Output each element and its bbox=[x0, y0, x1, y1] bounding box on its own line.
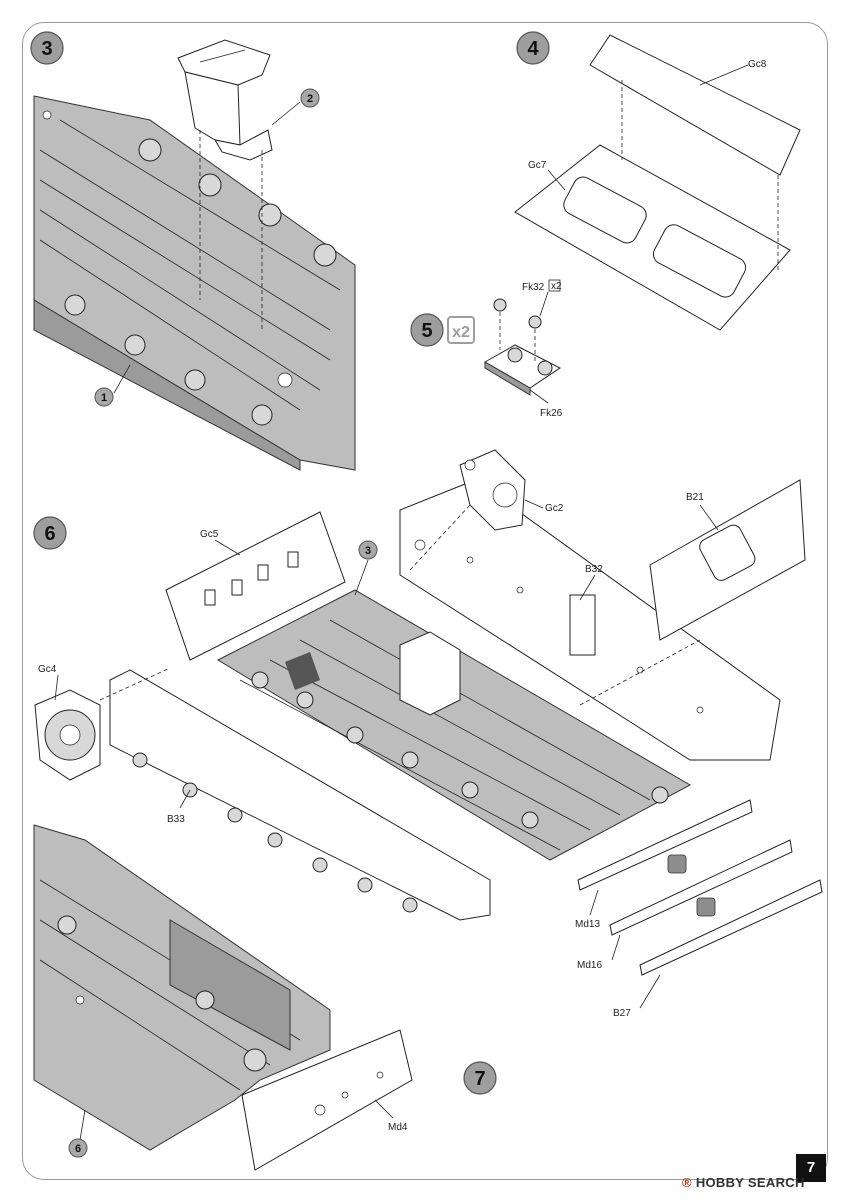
front-plate-gc5 bbox=[165, 511, 346, 661]
strip-b27 bbox=[639, 879, 823, 976]
part-marker-3: 3 bbox=[354, 540, 378, 596]
page-frame bbox=[22, 22, 828, 1180]
svg-text:Gc2: Gc2 bbox=[545, 503, 564, 514]
svg-text:6: 6 bbox=[44, 523, 55, 545]
suspension-hubs-step3 bbox=[42, 110, 337, 426]
step-5-badge: 5 x2 bbox=[410, 313, 475, 347]
step-6-assembly: Gc5 3 bbox=[33, 449, 823, 1019]
svg-text:Gc4: Gc4 bbox=[38, 664, 57, 675]
svg-text:3: 3 bbox=[41, 38, 52, 60]
part-marker-6: 6 bbox=[68, 1109, 88, 1158]
rear-plate-gc8 bbox=[589, 34, 801, 176]
floor-plate-gc7 bbox=[514, 144, 791, 331]
svg-text:3: 3 bbox=[365, 545, 371, 557]
step-7-badge: 7 bbox=[463, 1061, 497, 1095]
strip-md16 bbox=[609, 839, 793, 936]
registered-mark: ® bbox=[682, 1175, 692, 1190]
step-4-badge: 4 bbox=[516, 31, 550, 65]
svg-text:4: 4 bbox=[527, 38, 539, 60]
hull-floor-details-step6 bbox=[239, 619, 669, 851]
svg-text:5: 5 bbox=[421, 320, 432, 342]
road-wheel-hubs-b33 bbox=[132, 752, 418, 913]
watermark: ® HOBBY SEARCH bbox=[682, 1175, 805, 1190]
part-marker-2: 2 bbox=[271, 88, 320, 126]
svg-text:Gc8: Gc8 bbox=[748, 59, 767, 70]
step-3-badge: 3 bbox=[30, 31, 64, 65]
svg-text:B21: B21 bbox=[686, 492, 704, 503]
step-6-badge: 6 bbox=[33, 516, 67, 550]
rear-plate-md4 bbox=[241, 1029, 413, 1171]
svg-text:1: 1 bbox=[101, 392, 107, 404]
step-7-assembly: Md4 6 7 bbox=[33, 824, 497, 1171]
svg-text:2: 2 bbox=[307, 93, 313, 105]
svg-text:Gc7: Gc7 bbox=[528, 160, 547, 171]
svg-text:7: 7 bbox=[474, 1068, 485, 1090]
hull-floor-step6 bbox=[216, 589, 692, 861]
step-3-assembly: 2 1 3 bbox=[30, 31, 356, 471]
svg-text:x2: x2 bbox=[551, 281, 562, 292]
hull-step7-details bbox=[39, 879, 301, 1091]
svg-text:Gc5: Gc5 bbox=[200, 529, 219, 540]
side-wall-b33 bbox=[109, 669, 491, 921]
side-wall-b32-holes bbox=[414, 539, 704, 714]
svg-text:x2: x2 bbox=[452, 324, 470, 341]
svg-text:B27: B27 bbox=[613, 1008, 631, 1019]
svg-text:Md16: Md16 bbox=[577, 960, 602, 971]
svg-text:Md13: Md13 bbox=[575, 919, 600, 930]
part-marker-1: 1 bbox=[94, 364, 131, 407]
torsion-bars-step3 bbox=[39, 119, 341, 411]
strip-md13 bbox=[577, 799, 753, 891]
watermark-text: HOBBY SEARCH bbox=[695, 1175, 805, 1190]
svg-text:Fk32: Fk32 bbox=[522, 282, 545, 293]
svg-text:Fk26: Fk26 bbox=[540, 408, 563, 419]
svg-text:6: 6 bbox=[75, 1143, 81, 1155]
page-number: 7 bbox=[796, 1154, 826, 1182]
svg-text:B32: B32 bbox=[585, 564, 603, 575]
step-4-assembly: Gc8 Gc7 4 bbox=[514, 31, 801, 331]
hull-floor-side-step3 bbox=[33, 299, 301, 471]
bracket-part-2 bbox=[177, 39, 273, 330]
step-5-assembly: Fk32 x2 Fk26 5 x2 bbox=[410, 279, 563, 419]
svg-text:Md4: Md4 bbox=[388, 1122, 408, 1133]
svg-text:B33: B33 bbox=[167, 814, 185, 825]
rear-bracket-gc2 bbox=[459, 449, 526, 531]
